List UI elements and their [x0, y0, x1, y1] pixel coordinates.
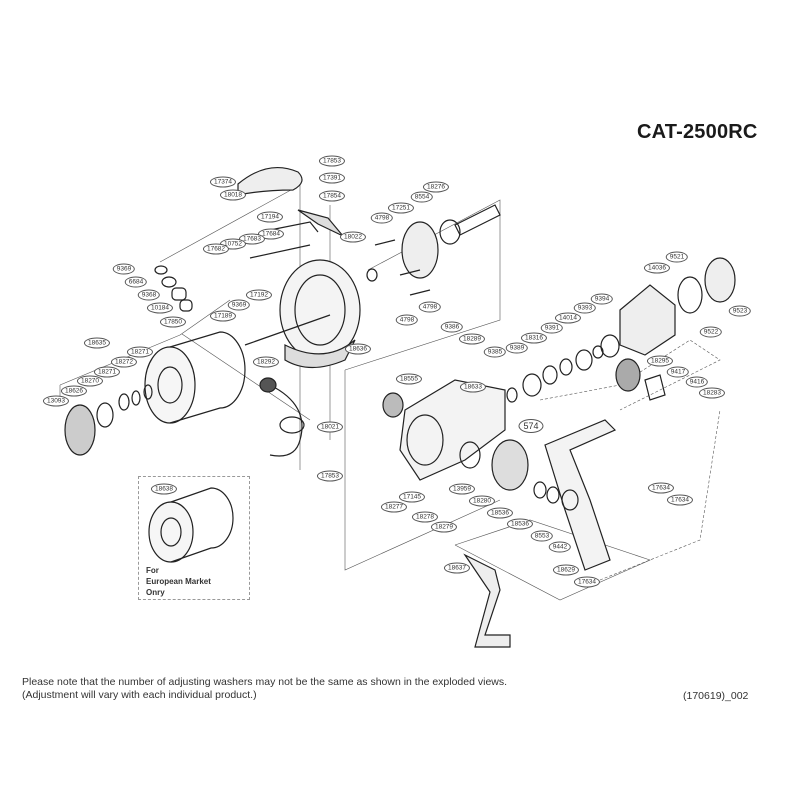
part-number-label: 6684	[124, 276, 148, 288]
part-number-label: 17853	[316, 470, 344, 482]
inset-caption: For European Market Onry	[146, 565, 211, 598]
inset-caption-line: European Market	[146, 577, 211, 586]
part-number-label: 18626	[60, 385, 88, 397]
model-title: CAT-2500RC	[637, 121, 758, 143]
part-number-label: 9369	[227, 299, 251, 311]
part-number-label: 17251	[387, 202, 415, 214]
part-number-label: 18316	[520, 332, 548, 344]
part-number-label: 18022	[339, 231, 367, 243]
part-number-label: 17189	[209, 310, 237, 322]
part-number-label: 17192	[245, 289, 273, 301]
part-number-label: 18555	[395, 373, 423, 385]
part-number-label: 18637	[443, 562, 471, 574]
part-number-label: 14014	[554, 312, 582, 324]
part-number-label: 17374	[209, 176, 237, 188]
part-number-label: 14036	[643, 262, 671, 274]
inset-caption-line: For	[146, 566, 159, 575]
stand-and-handle	[459, 419, 617, 648]
note-line: Please note that the number of adjusting…	[22, 676, 508, 688]
part-number-label: 13093	[42, 395, 70, 407]
part-number-label: 9522	[699, 326, 723, 338]
part-number-label: 17391	[318, 172, 346, 184]
part-number-label: 13959	[448, 483, 476, 495]
part-number-label: 18633	[459, 381, 487, 393]
part-number-label: 9523	[728, 305, 752, 317]
part-number-label: 9394	[590, 293, 614, 305]
part-number-label: 9393	[573, 302, 597, 314]
part-number-label: 9369	[112, 263, 136, 275]
part-number-label: 18279	[430, 521, 458, 533]
part-number-label: 17634	[666, 494, 694, 506]
spare-spool-drawing	[148, 487, 234, 563]
part-number-label: 18292	[252, 356, 280, 368]
part-number-label: 18018	[219, 189, 247, 201]
part-number-label: 9416	[685, 376, 709, 388]
part-number-label: 9391	[540, 322, 564, 334]
washer-note: Please note that the number of adjusting…	[22, 676, 507, 702]
part-number-label: 18635	[83, 337, 111, 349]
part-number-label: 18277	[380, 501, 408, 513]
part-number-label: 17850	[159, 316, 187, 328]
part-number-label: 4798	[418, 301, 442, 313]
part-number-label: 18276	[422, 181, 450, 193]
rotor	[244, 259, 361, 457]
note-line: (Adjustment will vary with each individu…	[22, 689, 257, 701]
part-number-label: 18272	[110, 356, 138, 368]
part-number-label: 9417	[666, 366, 690, 378]
part-number-label: 18295	[646, 355, 674, 367]
part-number-label: 18270	[76, 375, 104, 387]
part-number-label: 18283	[698, 387, 726, 399]
part-number-label: 18536	[486, 507, 514, 519]
part-number-label: 18271	[93, 366, 121, 378]
part-number-label: 18638	[150, 483, 178, 495]
part-number-label: 8553	[530, 530, 554, 542]
part-number-label: 17854	[318, 190, 346, 202]
gearbox-body	[382, 257, 736, 481]
european-spool-inset: For European Market Onry	[138, 476, 250, 600]
part-number-label: 9386	[440, 321, 464, 333]
part-number-label: 8554	[410, 191, 434, 203]
oscillation-parts	[366, 204, 501, 296]
bail-arm-parts	[154, 166, 344, 312]
part-number-label: 9385	[483, 346, 507, 358]
part-number-label: 17634	[573, 576, 601, 588]
inset-caption-line: Onry	[146, 588, 165, 597]
part-number-label: 18278	[411, 511, 439, 523]
spool	[64, 331, 246, 456]
part-number-label: 18629	[552, 564, 580, 576]
part-number-label: 10184	[146, 302, 174, 314]
part-number-label: 17194	[256, 211, 284, 223]
part-number-label: 17634	[647, 482, 675, 494]
part-number-label: 18636	[344, 343, 372, 355]
part-number-label: 18271	[126, 346, 154, 358]
document-code: (170619)_002	[683, 690, 749, 702]
part-number-label: 9442	[548, 541, 572, 553]
part-number-label: 18280	[468, 495, 496, 507]
part-number-label: 17145	[398, 491, 426, 503]
part-number-label: 9368	[137, 289, 161, 301]
part-number-label: 17853	[318, 155, 346, 167]
part-number-label: 574	[518, 419, 544, 433]
part-number-label: 9521	[665, 251, 689, 263]
part-number-label: 17682	[202, 243, 230, 255]
part-number-label: 4798	[395, 314, 419, 326]
part-number-label: 18536	[506, 518, 534, 530]
part-number-label: 18021	[316, 421, 344, 433]
part-number-label: 18289	[458, 333, 486, 345]
part-number-label: 9389	[505, 342, 529, 354]
part-number-label: 4798	[370, 212, 394, 224]
